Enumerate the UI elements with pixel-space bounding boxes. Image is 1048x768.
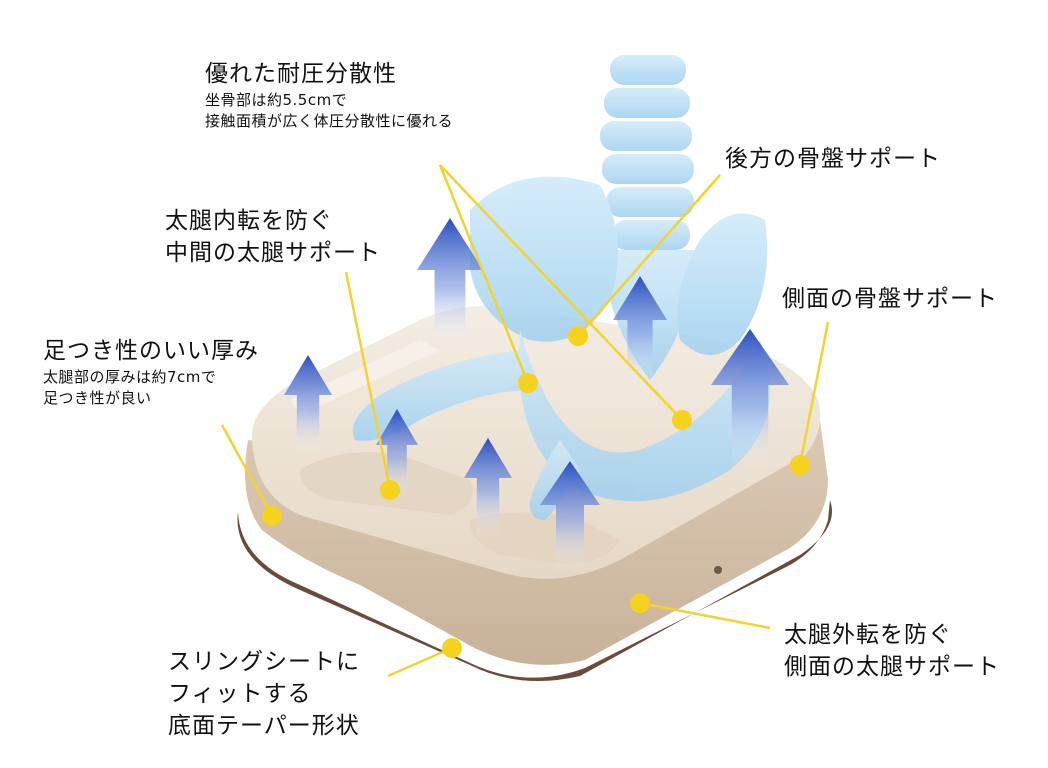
- leader-line: [438, 164, 530, 384]
- skeleton-illustration: [352, 55, 770, 520]
- callout-line: 中間の太腿サポート: [165, 240, 381, 266]
- callout-outer-thigh-support: 太腿外転を防ぐ 側面の太腿サポート: [784, 619, 1000, 683]
- callout-line: 底面テーパー形状: [168, 713, 360, 739]
- leader-lines: [220, 164, 830, 678]
- callout-note: 太腿部の厚みは約7cmで: [43, 368, 217, 386]
- callout-title: 後方の骨盤サポート: [725, 146, 941, 172]
- feature-markers: [262, 326, 810, 658]
- marker-dot: [790, 455, 810, 475]
- leader-line: [344, 271, 392, 491]
- leader-line: [639, 601, 771, 630]
- leader-line: [577, 174, 721, 337]
- leader-line: [439, 164, 683, 421]
- marker-dot: [442, 638, 462, 658]
- callout-line: 太腿外転を防ぐ: [784, 622, 952, 648]
- leader-line: [798, 321, 830, 466]
- callout-line: 側面の太腿サポート: [784, 654, 1000, 680]
- marker-dot: [518, 373, 538, 393]
- marker-dot: [672, 410, 692, 430]
- callout-line: スリングシートに: [168, 649, 360, 675]
- callout-note: 坐骨部は約5.5cmで: [205, 91, 348, 109]
- callout-base-taper: スリングシートに フィットする 底面テーパー形状: [168, 646, 360, 742]
- callout-note: 足つき性が良い: [43, 389, 152, 407]
- callout-side-pelvis-support: 側面の骨盤サポート: [782, 283, 998, 315]
- marker-dot: [568, 326, 588, 346]
- callout-thickness: 足つき性のいい厚み 太腿部の厚みは約7cmで 足つき性が良い: [43, 335, 259, 409]
- leader-line: [387, 646, 453, 678]
- marker-dot: [262, 506, 282, 526]
- callout-inner-thigh-support: 太腿内転を防ぐ 中間の太腿サポート: [165, 205, 381, 269]
- callout-line: フィットする: [168, 681, 312, 707]
- callout-rear-pelvis-support: 後方の骨盤サポート: [725, 143, 941, 175]
- callout-title: 優れた耐圧分散性: [205, 61, 397, 87]
- leader-line: [220, 424, 274, 517]
- callout-pressure-distribution: 優れた耐圧分散性 坐骨部は約5.5cmで 接触面積が広く体圧分散性に優れる: [205, 58, 453, 132]
- callout-note: 接触面積が広く体圧分散性に優れる: [205, 112, 454, 130]
- callout-line: 太腿内転を防ぐ: [165, 208, 333, 234]
- callout-title: 側面の骨盤サポート: [782, 286, 998, 312]
- callout-title: 足つき性のいい厚み: [43, 338, 259, 364]
- marker-dot: [630, 593, 650, 613]
- marker-dot: [380, 480, 400, 500]
